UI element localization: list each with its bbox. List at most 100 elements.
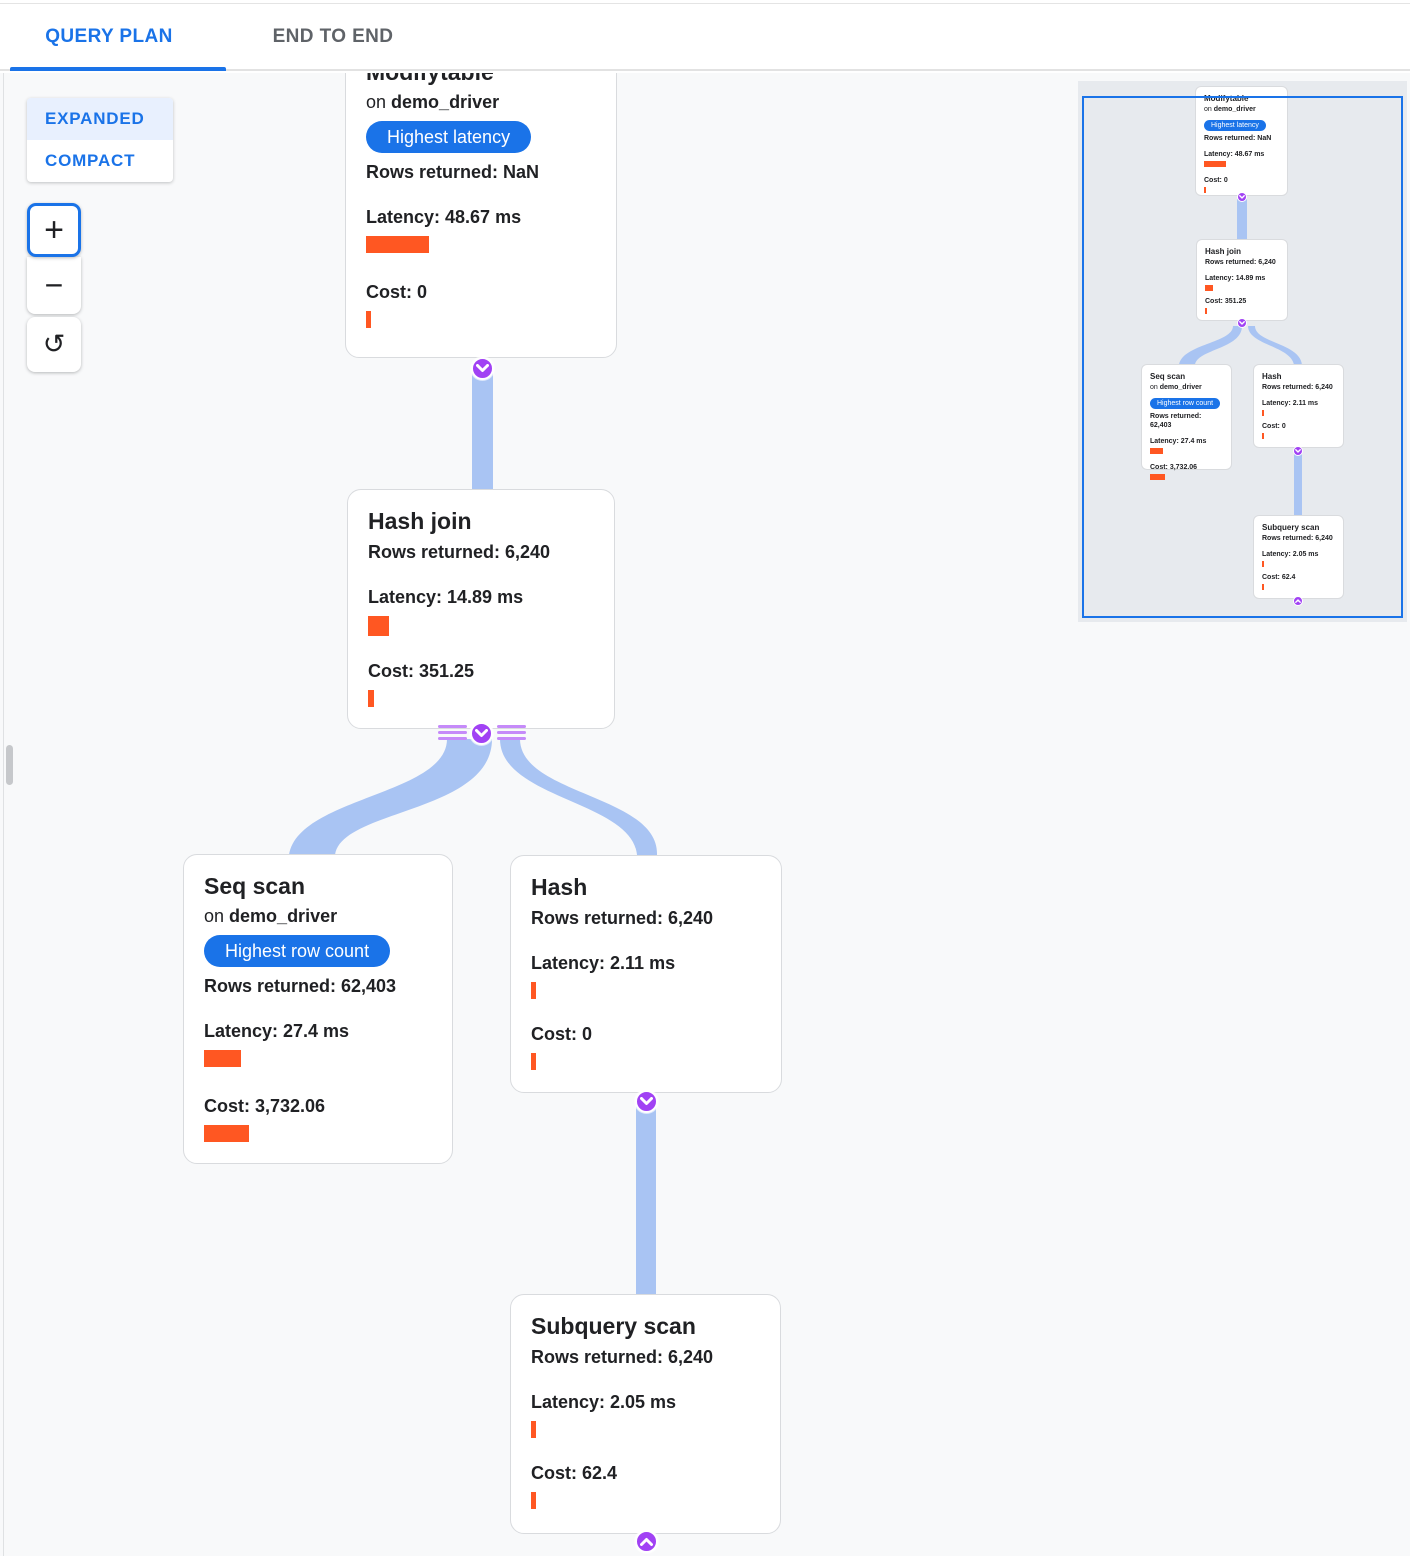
layout-option-expanded[interactable]: EXPANDED [27,98,173,140]
plan-canvas[interactable]: Modifytable on demo_driver Highest laten… [0,73,1410,1556]
chevron-down-icon [1239,321,1245,325]
rows-returned: Rows returned: NaN [366,162,540,182]
latency-bar [531,982,536,999]
chevron-down-icon [1239,195,1245,199]
collapse-toggle-hash[interactable] [635,1090,658,1113]
cost-label: Cost: 0 [1204,177,1228,184]
node-title: Seq scan [204,873,305,899]
plan-node-hash[interactable]: Hash Rows returned: 6,240 Latency: 2.11 … [510,855,782,1093]
rows-returned: Rows returned: 6,240 [531,1347,714,1367]
node-title: Hash [531,874,588,900]
edge-hashjoin-seqscan [289,739,492,855]
sibling-line [497,737,526,740]
plan-node-seq-scan[interactable]: Seq scan on demo_driver Highest row coun… [183,854,453,1164]
zoom-in-button[interactable]: + [27,203,81,257]
plus-icon: + [44,210,64,249]
latency-bar [1262,410,1264,416]
node-subtitle: on demo_driver [204,904,432,928]
plan-node-hash-join[interactable]: Hash join Rows returned: 6,240 Latency: … [347,489,615,729]
sibling-line [438,731,467,734]
minimap-viewport[interactable] [1082,96,1403,618]
latency-bar [204,1050,241,1067]
cost-label: Cost: 351.25 [1205,298,1247,305]
node-title: Subquery scan [531,1313,696,1339]
top-divider [0,0,1410,4]
table-name: demo_driver [391,92,500,112]
cost-bar [531,1053,536,1070]
tab-query-plan-label: QUERY PLAN [45,25,173,47]
layout-option-compact[interactable]: COMPACT [45,151,136,170]
node-title: Modifytable [1204,94,1249,103]
latency-label: Latency: 48.67 ms [366,207,522,227]
cost-bar [531,1492,536,1509]
cost-label: Cost: 351.25 [368,661,475,681]
on-prefix: on [366,92,387,112]
latency-label: Latency: 27.4 ms [1150,438,1207,445]
minimap[interactable]: Modifytable on demo_driver Highest laten… [1078,81,1407,622]
latency-label: Latency: 14.89 ms [1205,275,1266,282]
sibling-line [438,737,467,740]
collapse-toggle-modifytable[interactable] [471,357,494,380]
cost-label: Cost: 0 [531,1024,593,1044]
rows-returned: Rows returned: 6,240 [1262,535,1333,542]
chevron-down-icon [475,729,488,737]
latency-label: Latency: 2.11 ms [531,953,676,973]
reset-view-button[interactable]: ↺ [27,317,81,372]
cost-bar [204,1125,249,1142]
node-title: Seq scan [1150,372,1186,381]
cost-bar [1150,474,1165,480]
cost-bar [368,690,374,707]
latency-bar [368,616,389,636]
node-title: Hash [1262,372,1282,381]
edge-hash-subqueryscan [636,1103,656,1299]
minimap-node-hash: Hash Rows returned: 6,240 Latency: 2.11 … [1253,364,1344,448]
cost-label: Cost: 3,732.06 [1150,464,1198,471]
rows-returned: Rows returned: 6,240 [531,908,714,928]
rows-returned: Rows returned: 62,403 [204,976,397,996]
latency-label: Latency: 48.67 ms [1204,151,1265,158]
cost-label: Cost: 0 [1262,423,1286,430]
cost-label: Cost: 0 [366,282,428,302]
latency-bar [1204,161,1226,167]
latency-bar [531,1421,536,1438]
layout-toggle: EXPANDED COMPACT [27,98,173,182]
on-prefix: on [204,906,225,926]
zoom-out-button[interactable]: − [27,257,81,314]
minimap-node-seq-scan: Seq scan on demo_driver Highest row coun… [1141,364,1232,480]
cost-bar [1204,187,1206,193]
cost-bar [366,311,371,328]
latency-label: Latency: 14.89 ms [368,587,524,607]
collapse-toggle-hash-join[interactable] [470,722,493,745]
table-name: demo_driver [1213,106,1256,113]
vertical-scrollbar-thumb[interactable] [6,745,13,785]
minimap-node-hash-join: Hash join Rows returned: 6,240 Latency: … [1196,239,1288,321]
cost-label: Cost: 3,732.06 [204,1096,326,1116]
latency-bar [1150,448,1163,454]
edge-modifytable-hashjoin [472,363,493,497]
sibling-line [438,725,467,728]
latency-bar [1205,285,1213,291]
highest-latency-badge: Highest latency [366,121,532,153]
rows-returned: Rows returned: 62,403 [1150,413,1202,429]
chevron-up-icon [640,1538,653,1546]
plan-node-modifytable[interactable]: Modifytable on demo_driver Highest laten… [345,73,617,358]
expand-toggle-subquery-scan[interactable] [635,1530,658,1553]
highest-latency-badge: Highest latency [1204,120,1266,131]
canvas-left-border [3,73,4,1556]
plan-node-subquery-scan[interactable]: Subquery scan Rows returned: 6,240 Laten… [510,1294,781,1534]
chevron-up-icon [1295,599,1301,603]
minimap-collapse-toggle [1237,318,1247,328]
chevron-down-icon [476,364,489,372]
cost-bar [1262,584,1264,590]
table-name: demo_driver [1159,384,1202,391]
minimap-expand-toggle [1293,596,1303,606]
sibling-line [497,731,526,734]
tab-end-to-end[interactable]: END TO END [218,4,448,69]
tab-query-plan[interactable]: QUERY PLAN [0,4,226,71]
chevron-down-icon [1295,449,1301,453]
edge-hashjoin-hash [500,739,658,855]
minus-icon: − [44,267,64,303]
cost-bar [1262,433,1264,439]
latency-bar [366,236,429,253]
on-prefix: on [1204,106,1212,113]
